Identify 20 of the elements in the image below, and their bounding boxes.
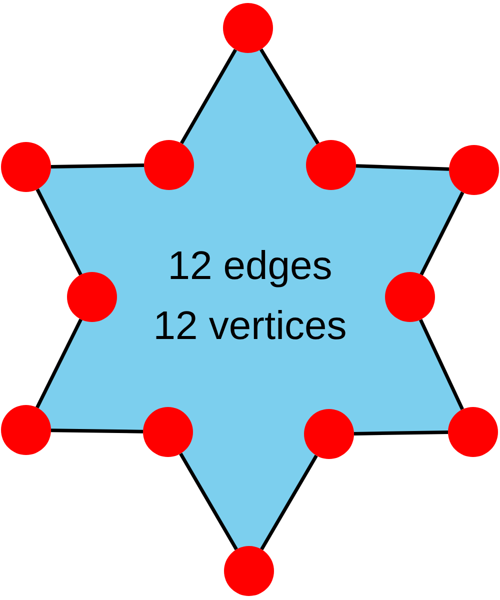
vertex-dot xyxy=(223,3,273,53)
edge-line xyxy=(420,192,464,276)
label-text: 12 edges xyxy=(168,243,332,290)
vertex-dot xyxy=(1,142,51,192)
edge-line xyxy=(260,454,318,550)
edge-line xyxy=(356,164,450,171)
edge-line xyxy=(50,428,144,434)
edge-line xyxy=(179,452,238,550)
edge-line xyxy=(260,48,320,144)
vertex-dot xyxy=(448,407,498,457)
edge-line xyxy=(36,318,82,408)
edge-line xyxy=(354,430,448,436)
label-text: 12 vertices xyxy=(153,303,347,350)
vertex-dot xyxy=(1,405,51,455)
edge-line xyxy=(50,164,144,168)
vertex-dot xyxy=(449,145,499,195)
vertex-dot xyxy=(224,546,274,596)
edge-line xyxy=(36,188,82,276)
edge-line xyxy=(419,318,464,410)
edge-line xyxy=(180,48,238,144)
